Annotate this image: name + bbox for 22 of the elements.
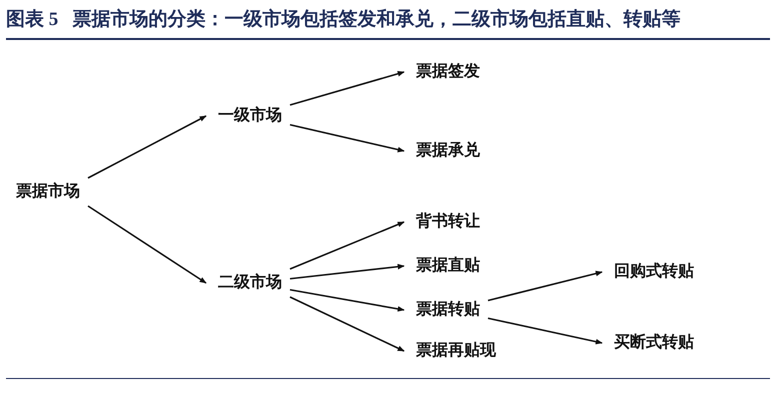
node-label: 票据承兑 <box>414 139 482 163</box>
arrow <box>290 221 405 270</box>
arrow <box>488 270 603 302</box>
node-label: 票据转贴 <box>414 298 482 322</box>
node-label: 买断式转贴 <box>612 331 696 355</box>
node-label: 背书转让 <box>414 210 482 234</box>
node-label: 票据直贴 <box>414 254 482 278</box>
title: 图表 5 票据市场的分类：一级市场包括签发和承兑，二级市场包括直贴、转贴等 <box>6 8 680 32</box>
arrow <box>88 205 207 284</box>
node-label: 票据市场 <box>14 180 82 204</box>
arrow <box>290 288 405 312</box>
node-label: 回购式转贴 <box>612 260 696 284</box>
arrow <box>290 71 405 106</box>
node-label: 票据签发 <box>414 60 482 84</box>
node-label: 二级市场 <box>216 271 284 295</box>
arrow <box>290 264 405 280</box>
arrow <box>88 115 207 179</box>
arrow <box>488 317 603 344</box>
arrow <box>290 296 405 352</box>
node-label: 一级市场 <box>216 104 284 128</box>
node-label: 票据再贴现 <box>414 339 498 363</box>
arrow <box>290 124 405 152</box>
